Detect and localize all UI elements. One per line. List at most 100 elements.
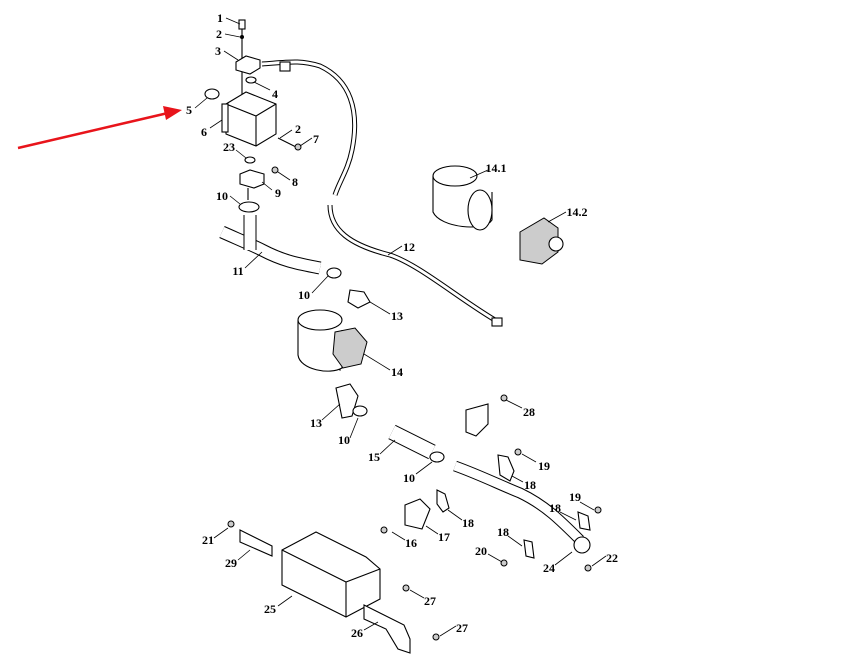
callout: 19 [569,490,581,504]
fastener [227,520,235,528]
leader-line [213,527,229,539]
filter-head-assembly [204,19,299,213]
leader-line [554,551,573,566]
leader-line [235,149,247,159]
leader-line [253,81,271,91]
leader-line [591,555,607,567]
filter-element-14-1 [432,165,493,231]
callout: 26 [351,626,363,640]
callout: 15 [368,450,380,464]
callout: 25 [264,602,276,616]
fastener [380,526,388,534]
leader-line [579,501,595,511]
tube-15 [388,424,591,554]
callout: 18 [549,501,561,515]
leader-line [224,33,241,38]
leader-line [469,169,489,179]
callout: 10 [298,288,310,302]
hose-12 [261,59,503,327]
leader-line [487,553,503,563]
callout: 27 [456,621,468,635]
leader-line [391,531,406,541]
leader-line [237,549,251,561]
callout: 10 [338,433,350,447]
callout: 14.1 [486,161,507,175]
callout: 4 [272,87,278,101]
clamps-18 [436,454,591,559]
bracket-26 [363,604,411,654]
fastener [514,448,522,456]
leader-line [505,399,523,409]
callout: 28 [523,405,535,419]
fastener [594,506,602,514]
callout: 2 [295,122,301,136]
callout: 18 [497,525,509,539]
callout: 13 [391,309,403,323]
callout: 16 [405,536,417,550]
callout: 27 [424,594,436,608]
callout: 19 [538,459,550,473]
leader-line [229,195,241,205]
leader-line [363,621,379,631]
leader-line [299,137,313,147]
callout: 18 [524,478,536,492]
callout: 20 [475,544,487,558]
leader-line [225,17,241,25]
callout: 9 [275,186,281,200]
callout: 6 [201,125,207,139]
fastener [402,584,410,592]
fastener [294,143,302,151]
leader-line [559,511,577,521]
bracket-29 [239,529,273,557]
pipe-11 [219,215,342,279]
leader-line [387,245,403,256]
leader-line [425,525,439,535]
tray-25 [281,531,381,618]
callout: 7 [313,132,319,146]
filter-14 [297,289,371,419]
callout: 14 [391,365,403,379]
bracket-28 [465,403,489,437]
leader-line [507,535,523,547]
callout: 2 [216,27,222,41]
leader-line [311,275,329,294]
callout: 14.2 [567,205,588,219]
leader-line [363,353,391,371]
fastener [584,564,592,572]
filter-head-14-2 [519,217,564,265]
leader-line [511,475,524,483]
leader-line [415,461,433,475]
callout: 10 [216,189,228,203]
callout: 21 [202,533,214,547]
callout: 23 [223,140,235,154]
fastener [500,394,508,402]
leader-line [223,50,239,61]
bracket-17 [404,498,431,530]
red-pointer-arrow [17,106,182,150]
fastener [500,559,508,567]
leader-line [209,119,223,129]
leader-line [244,251,263,269]
leader-line [521,453,537,463]
callout: 5 [186,103,192,117]
callout: 1 [217,11,223,25]
callout: 12 [403,240,415,254]
leader-line [321,403,341,421]
callout: 18 [462,516,474,530]
callout: 24 [543,561,555,575]
leader-line [194,97,208,109]
leader-line [409,589,425,599]
leader-line [447,509,463,521]
leader-line [349,417,359,439]
leader-line [261,181,273,191]
leader-lines [194,17,607,637]
callout: 11 [232,264,243,278]
callout: 8 [292,175,298,189]
callout: 3 [215,44,221,58]
leader-line [279,129,293,139]
leader-line [439,625,457,637]
callout: 22 [606,551,618,565]
fasteners [227,143,602,641]
